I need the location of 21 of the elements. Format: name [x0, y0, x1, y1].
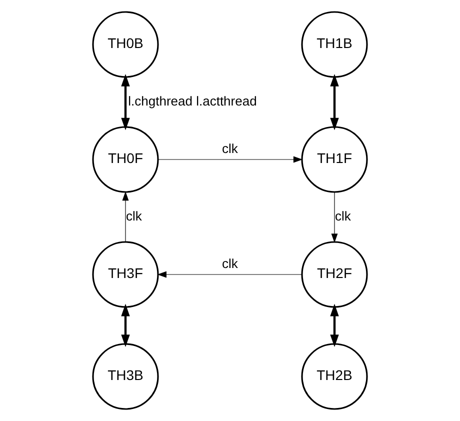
- arrow: [121, 304, 130, 348]
- arrow: [330, 74, 339, 130]
- arrow: [121, 74, 130, 130]
- edge-label: clk: [126, 208, 142, 224]
- arrow: [157, 271, 302, 278]
- node-circle: TH0F: [92, 126, 159, 193]
- arrow: [330, 304, 339, 348]
- node-circle: TH1F: [301, 126, 368, 193]
- node-circle: TH3F: [92, 241, 159, 308]
- arrow: [331, 192, 338, 243]
- arrow: [158, 156, 303, 163]
- arrow: [122, 191, 129, 242]
- edge-label: clk: [335, 208, 351, 224]
- node-circle: TH2B: [301, 343, 368, 410]
- edge-label: clk: [222, 256, 238, 271]
- node-circle: TH2F: [301, 241, 368, 308]
- edge-label: clk: [222, 140, 238, 156]
- node-circle: TH0B: [92, 11, 159, 78]
- node-circle: TH3B: [92, 343, 159, 410]
- edge-label: l.chgthread l.actthread: [128, 93, 257, 108]
- node-circle: TH1B: [301, 11, 368, 78]
